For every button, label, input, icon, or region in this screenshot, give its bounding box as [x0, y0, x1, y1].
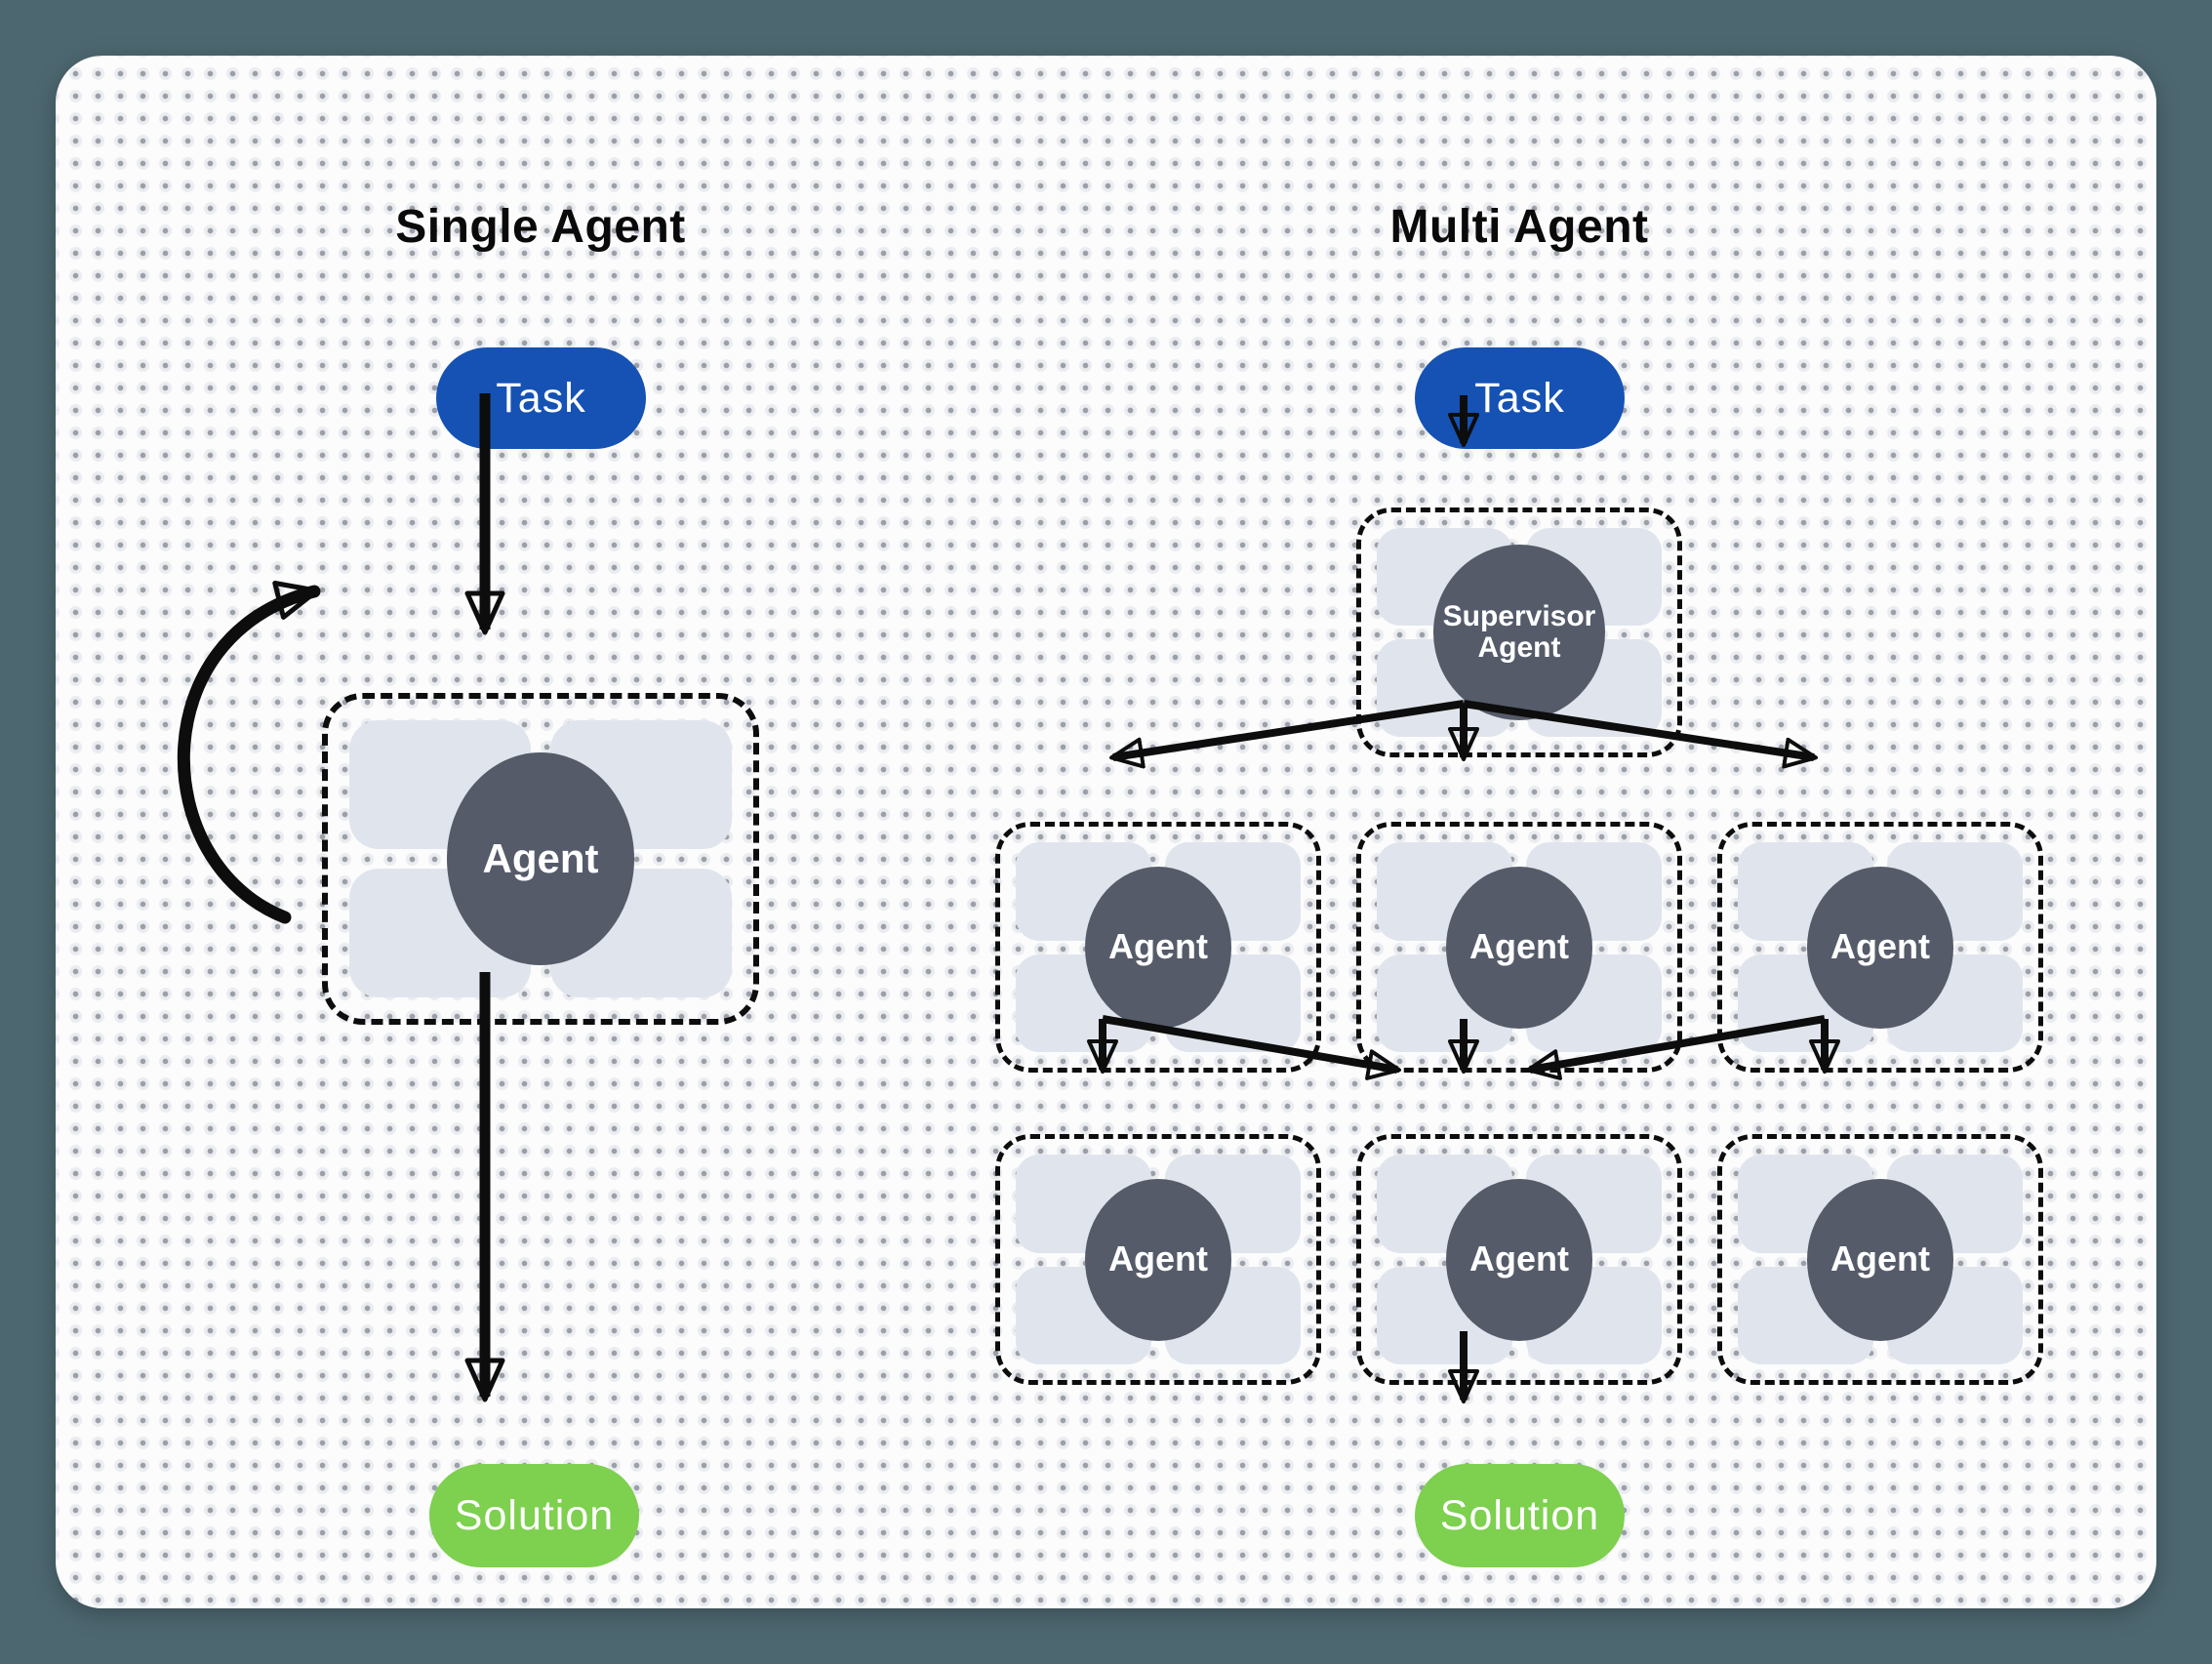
single-agent-node: Agent: [447, 752, 634, 965]
single-task-label: Task: [496, 374, 586, 422]
worker-agent-box-r2c1: Agent: [995, 1134, 1321, 1385]
diagram-card: Single Agent Multi Agent Task Agent Solu…: [56, 56, 2156, 1608]
worker-agent-node: Agent: [1807, 866, 1953, 1029]
worker-agent-node: Agent: [1446, 866, 1592, 1029]
worker-agent-label: Agent: [1108, 1238, 1208, 1279]
worker-agent-label: Agent: [1830, 926, 1930, 967]
single-solution-node: Solution: [429, 1464, 639, 1567]
worker-agent-box-r1c3: Agent: [1717, 822, 2043, 1073]
single-agent-box: Agent: [322, 693, 759, 1025]
worker-agent-box-r2c2: Agent: [1356, 1134, 1682, 1385]
supervisor-agent-node: Supervisor Agent: [1433, 545, 1605, 720]
single-solution-label: Solution: [454, 1491, 615, 1539]
supervisor-label-line2: Agent: [1477, 631, 1561, 664]
worker-agent-box-r1c2: Agent: [1356, 822, 1682, 1073]
worker-agent-node: Agent: [1085, 866, 1231, 1029]
single-agent-label: Agent: [482, 835, 599, 882]
worker-agent-label: Agent: [1108, 926, 1208, 967]
worker-agent-box-r1c1: Agent: [995, 822, 1321, 1073]
worker-agent-label: Agent: [1830, 1238, 1930, 1279]
multi-agent-title: Multi Agent: [1389, 201, 1649, 253]
worker-agent-box-r2c3: Agent: [1717, 1134, 2043, 1385]
worker-agent-node: Agent: [1807, 1178, 1953, 1341]
multi-task-label: Task: [1474, 374, 1565, 422]
multi-solution-label: Solution: [1439, 1491, 1600, 1539]
supervisor-agent-box: Supervisor Agent: [1356, 507, 1682, 757]
supervisor-label-line1: Supervisor: [1442, 599, 1596, 632]
multi-solution-node: Solution: [1415, 1464, 1625, 1567]
multi-task-node: Task: [1415, 347, 1625, 449]
worker-agent-node: Agent: [1085, 1178, 1231, 1341]
worker-agent-label: Agent: [1469, 926, 1569, 967]
worker-agent-node: Agent: [1446, 1178, 1592, 1341]
single-task-node: Task: [436, 347, 646, 449]
worker-agent-label: Agent: [1469, 1238, 1569, 1279]
single-agent-title: Single Agent: [395, 201, 686, 253]
